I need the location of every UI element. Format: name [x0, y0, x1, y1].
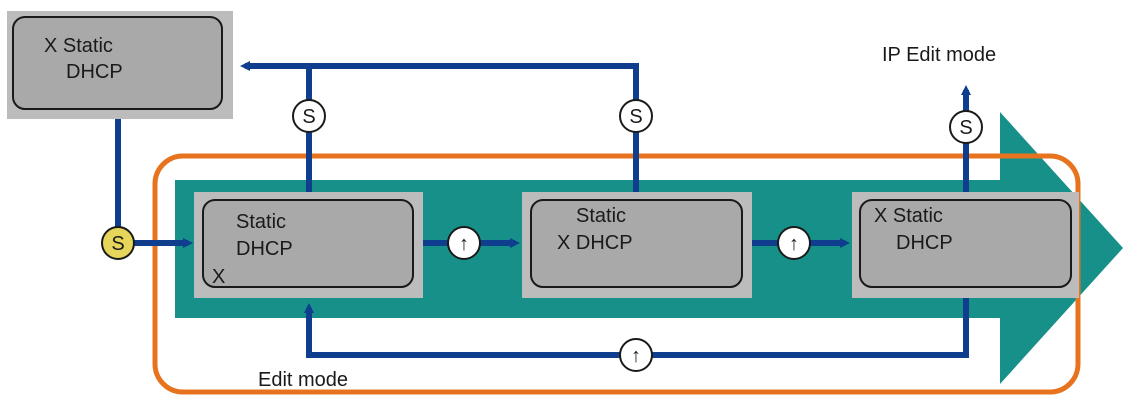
- up-button-1[interactable]: ↑: [447, 226, 481, 260]
- up-button-bottom[interactable]: ↑: [619, 338, 653, 372]
- mode3-node: X Static DHCP: [852, 192, 1079, 298]
- s-button-label: S: [629, 106, 642, 128]
- s-button-label: S: [959, 117, 972, 139]
- up-arrow-icon: ↑: [631, 345, 641, 367]
- mode3-line1: X Static: [874, 205, 943, 227]
- s-button-label: S: [302, 106, 315, 128]
- mode1-line2: DHCP: [236, 238, 293, 260]
- mode2-line2: X DHCP: [557, 232, 633, 254]
- standby-line2: DHCP: [66, 61, 123, 83]
- standby-node: X Static DHCP: [7, 11, 233, 119]
- mode1-node: Static DHCP X: [194, 192, 423, 298]
- mode2-node: Static X DHCP: [522, 192, 752, 298]
- mode3-line2: DHCP: [896, 232, 953, 254]
- standby-line1: X Static: [44, 35, 113, 57]
- s-button-yellow[interactable]: S: [101, 226, 135, 260]
- edit-mode-label: Edit mode: [258, 369, 348, 391]
- up-arrow-icon: ↑: [459, 233, 469, 255]
- mode1-line1: Static: [236, 211, 286, 233]
- up-arrow-icon: ↑: [789, 233, 799, 255]
- s-button-left-return[interactable]: S: [292, 99, 326, 133]
- s-button-ip-edit[interactable]: S: [949, 110, 983, 144]
- ip-edit-mode-label: IP Edit mode: [882, 44, 996, 66]
- s-button-middle-return[interactable]: S: [619, 99, 653, 133]
- mode2-line1: Static: [576, 205, 626, 227]
- mode1-marker: X: [212, 266, 225, 288]
- s-button-label: S: [111, 233, 124, 255]
- up-button-2[interactable]: ↑: [777, 226, 811, 260]
